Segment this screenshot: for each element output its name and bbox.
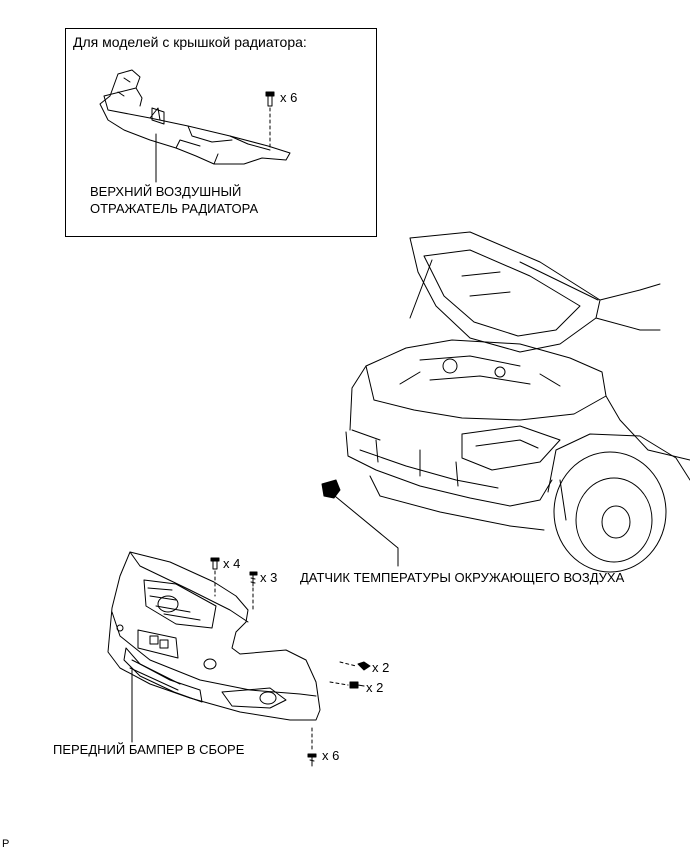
ambient-sensor-icon	[321, 479, 341, 499]
clip-icon-side	[357, 661, 371, 671]
screw-icon-bottom	[307, 753, 317, 767]
clip-icon-top	[210, 557, 220, 570]
inset-clip-quantity: x 6	[280, 90, 298, 105]
car-front-drawing	[345, 231, 690, 573]
bottom-screw-quantity: x 6	[322, 748, 340, 763]
sensor-leader-line	[329, 491, 399, 567]
deflector-label-line2: ОТРАЖАТЕЛЬ РАДИАТОРА	[90, 201, 259, 216]
front-bumper-label: ПЕРЕДНИЙ БАМПЕР В СБОРЕ	[53, 742, 245, 757]
deflector-label-line1: ВЕРХНИЙ ВОЗДУШНЫЙ	[90, 184, 242, 199]
screw-side-dashed-line	[329, 681, 349, 686]
footer-code: P	[2, 838, 10, 850]
front-bumper-drawing	[107, 551, 321, 721]
top-screw-quantity: x 3	[260, 570, 278, 585]
side-screw-quantity: x 2	[366, 680, 384, 695]
side-clip-quantity: x 2	[372, 660, 390, 675]
inset-clip-icon	[265, 91, 275, 107]
clip-side-dashed-line	[339, 661, 357, 667]
screw-icon-top	[249, 571, 258, 587]
inset-frame	[65, 28, 377, 237]
ambient-sensor-label: ДАТЧИК ТЕМПЕРАТУРЫ ОКРУЖАЮЩЕГО ВОЗДУХА	[300, 570, 625, 585]
screw-icon-side	[349, 681, 365, 689]
top-clip-quantity: x 4	[223, 556, 241, 571]
inset-title: Для моделей с крышкой радиатора:	[73, 34, 307, 50]
radiator-air-deflector-drawing	[99, 69, 291, 165]
